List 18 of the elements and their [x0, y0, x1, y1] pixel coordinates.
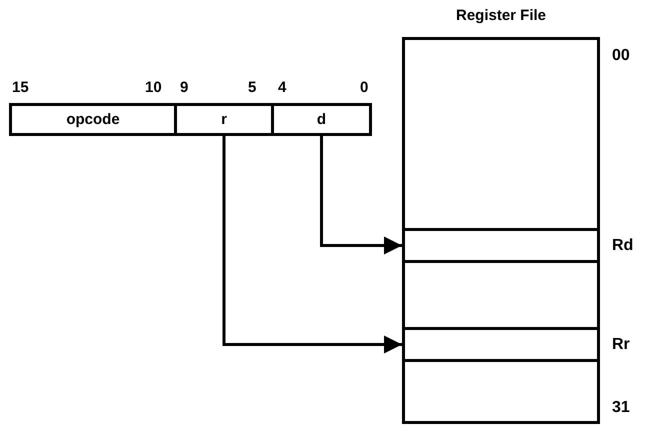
arrow [320, 136, 402, 254]
register-row [402, 327, 600, 362]
register-name: Rd [612, 238, 634, 254]
bit-number: 15 [12, 80, 29, 95]
bit-number: 4 [278, 80, 286, 95]
register-index: 00 [612, 48, 630, 64]
bit-number: 5 [248, 80, 256, 95]
instruction-field: opcode [9, 103, 177, 136]
register-index: 31 [612, 400, 630, 416]
bit-number: 9 [180, 80, 188, 95]
instruction-field: d [271, 103, 372, 136]
arrow [222, 136, 402, 354]
instruction-field: r [174, 103, 274, 136]
register-name: Rr [612, 336, 630, 352]
register-file-title: Register File [454, 8, 548, 23]
bit-number: 10 [145, 80, 162, 95]
register-row [402, 228, 600, 263]
bit-number: 0 [360, 80, 368, 95]
